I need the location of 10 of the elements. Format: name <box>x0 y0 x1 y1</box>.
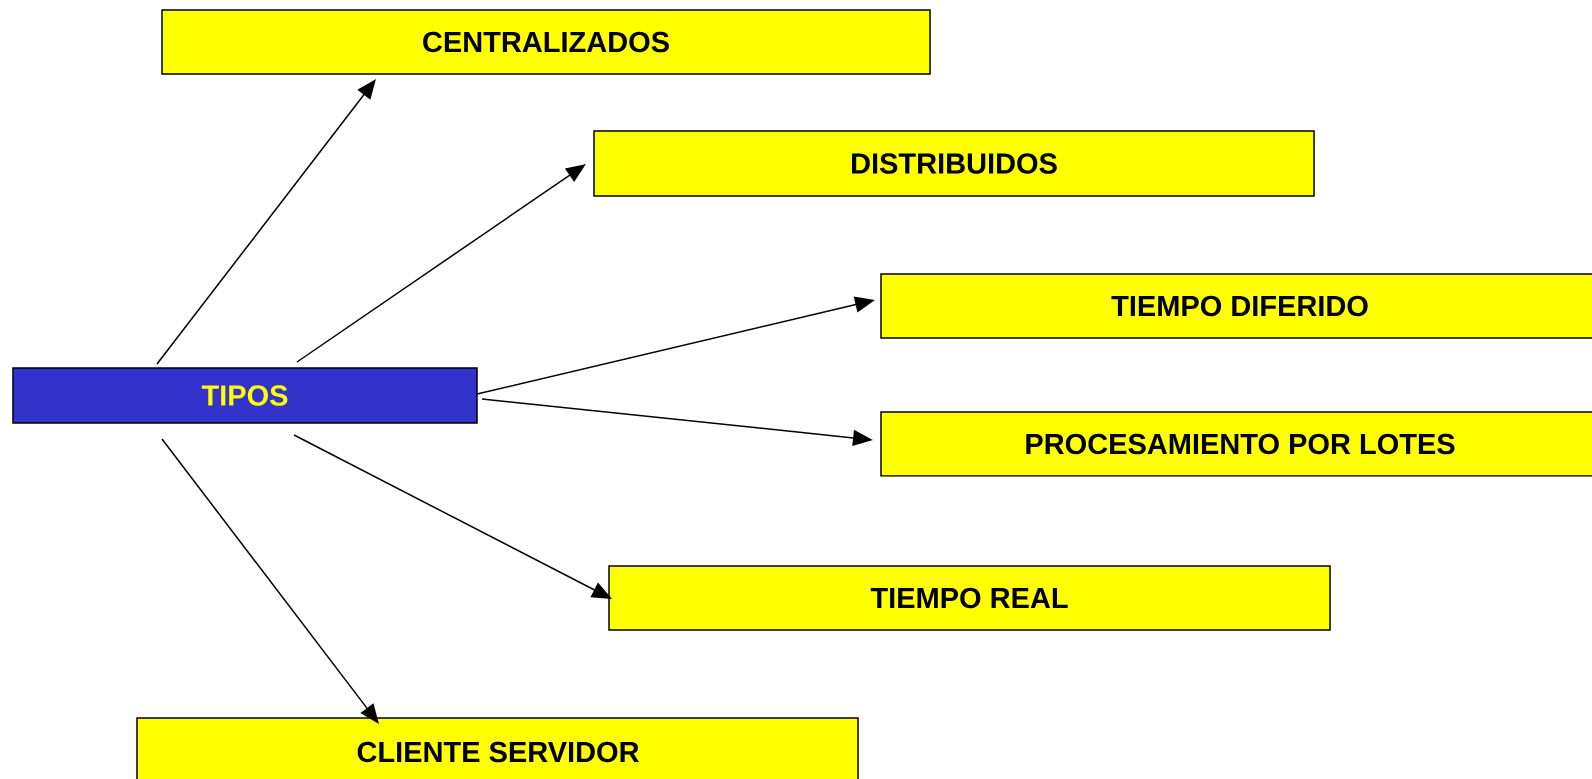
category-box: PROCESAMIENTO POR LOTES <box>880 411 1592 477</box>
arrow <box>161 438 379 724</box>
category-box: TIEMPO REAL <box>608 565 1331 631</box>
category-box: DISTRIBUIDOS <box>593 130 1315 197</box>
category-box: TIEMPO DIFERIDO <box>880 273 1592 339</box>
category-box: CENTRALIZADOS <box>161 9 931 75</box>
arrow <box>296 164 586 363</box>
arrow <box>156 79 376 365</box>
category-box: CLIENTE SERVIDOR <box>136 717 859 779</box>
root-box: TIPOS <box>12 367 478 424</box>
